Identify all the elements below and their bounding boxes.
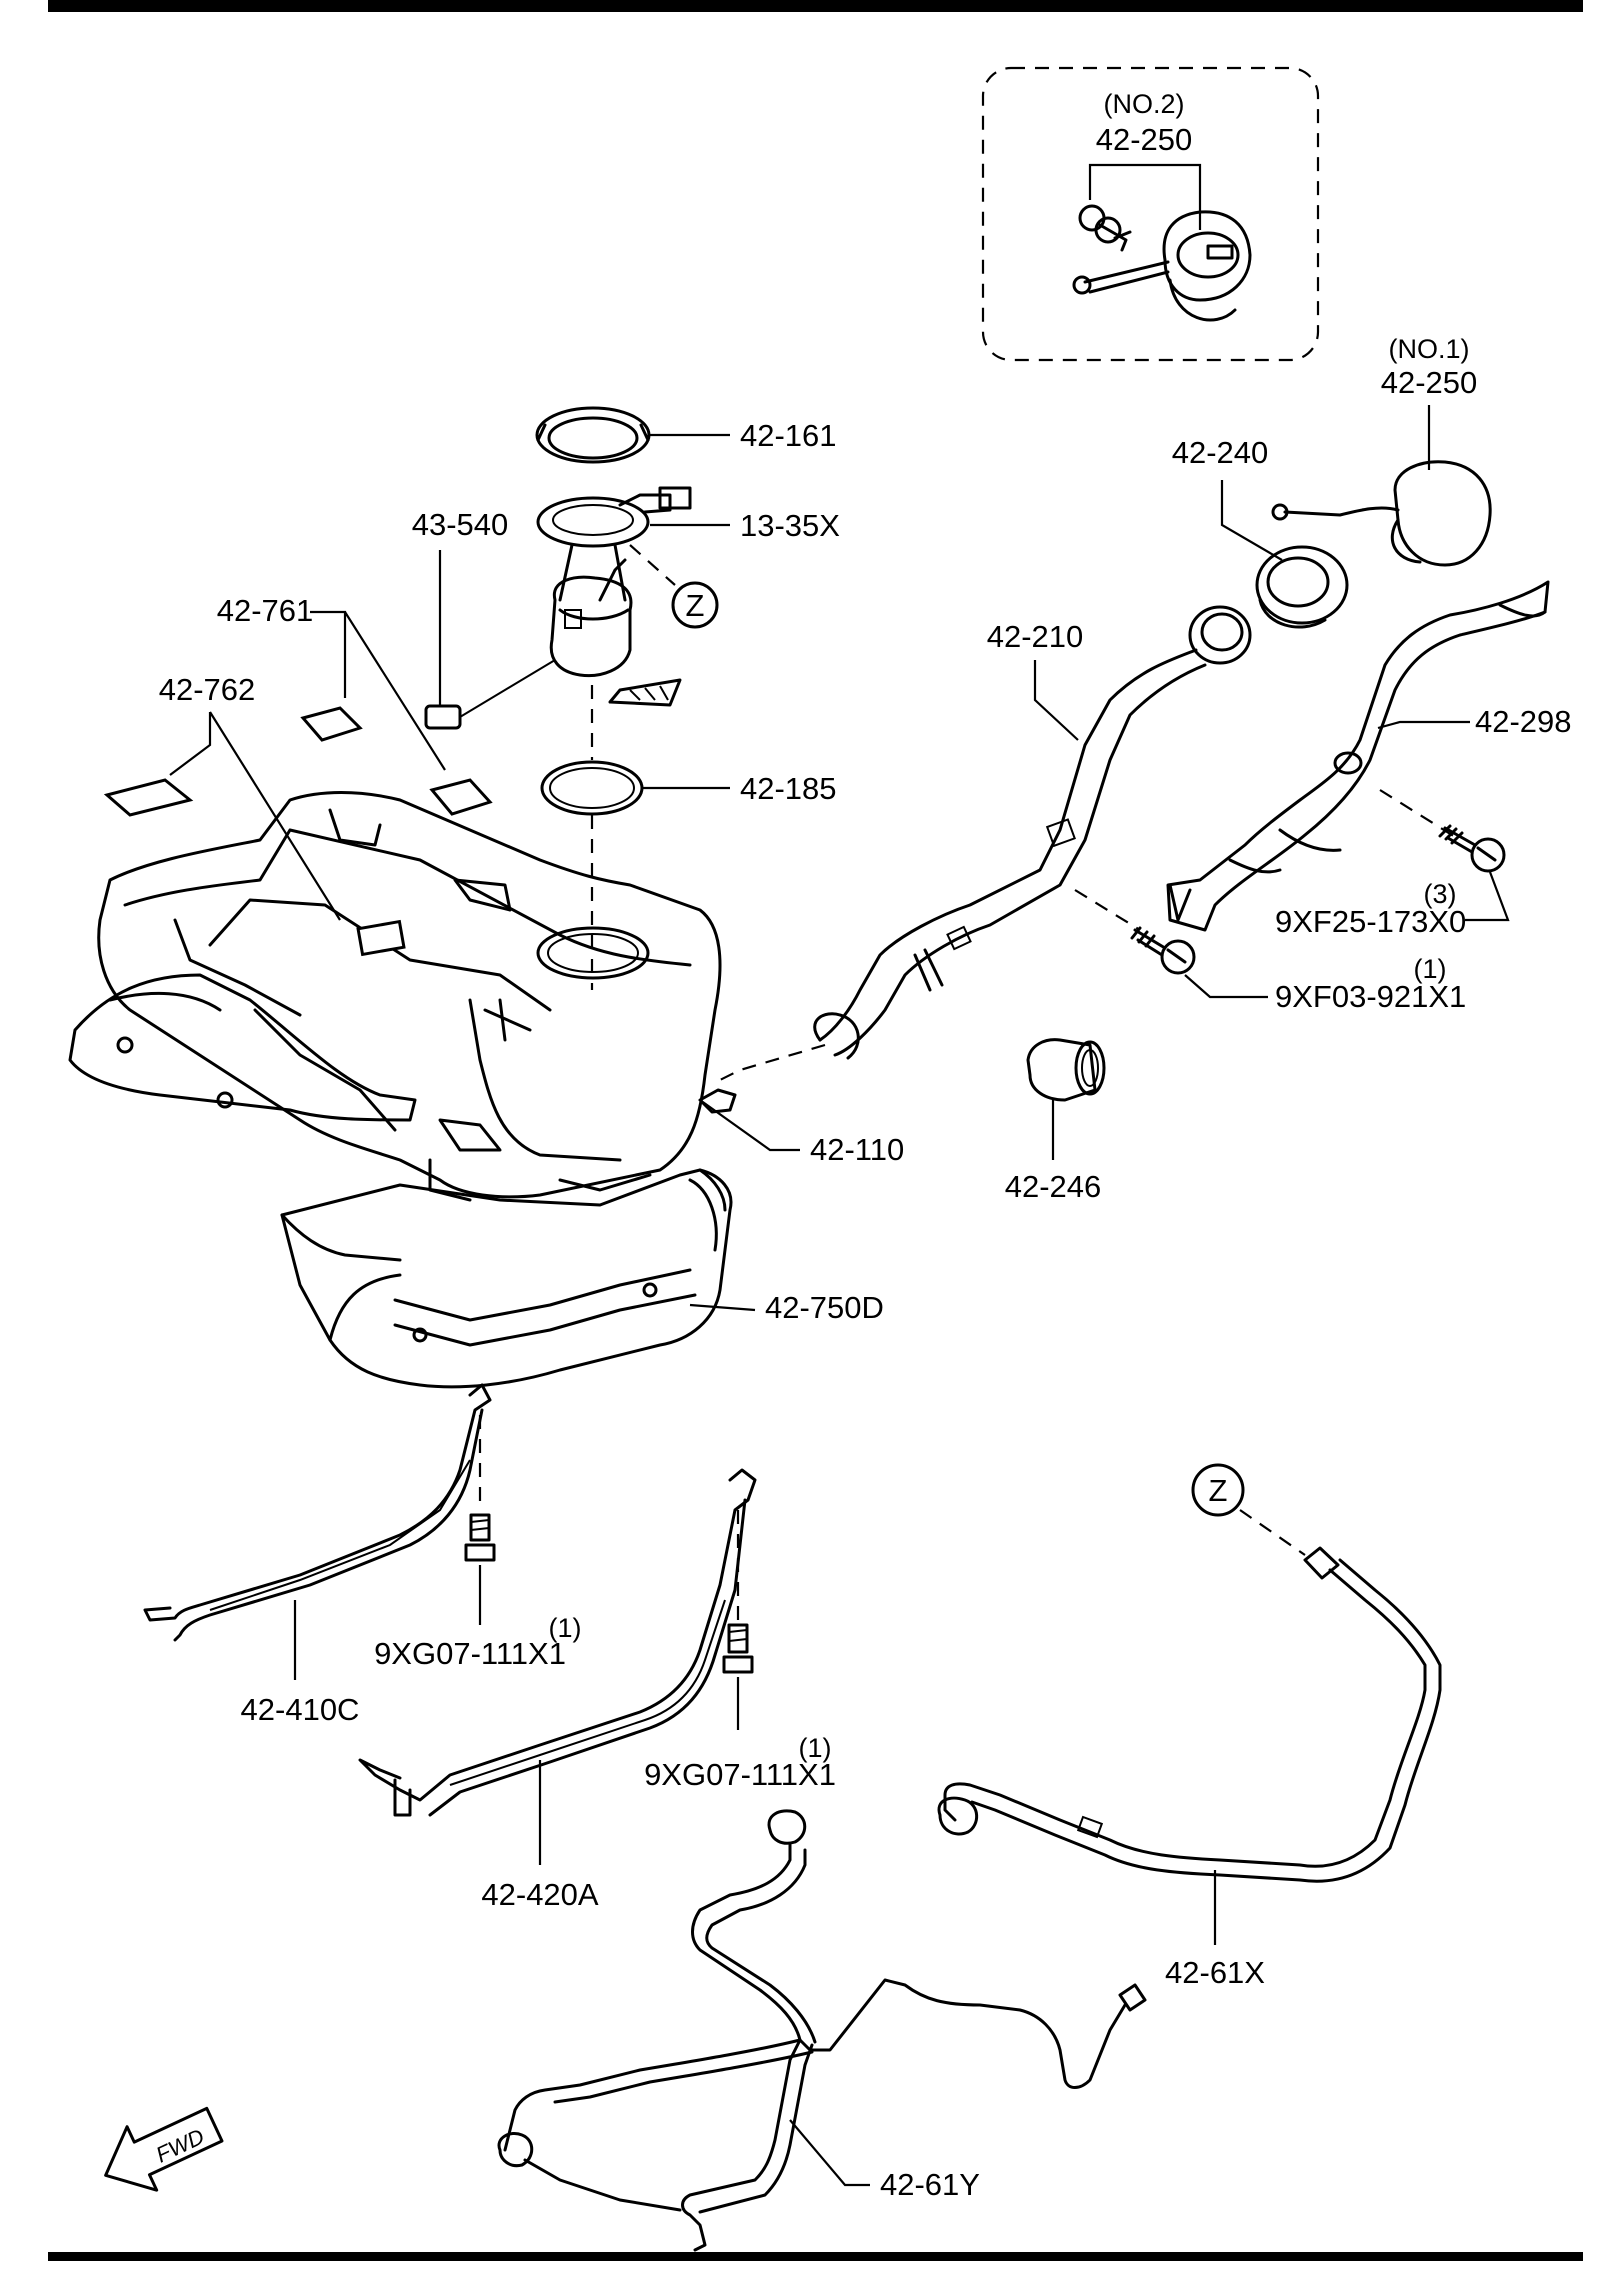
fuel-line-x-icon	[937, 1546, 1442, 1883]
fuel-line-x-label: 42-61X	[1165, 1955, 1265, 1990]
cushion-43-540-icon	[424, 659, 556, 730]
fuel-pump-unit-icon	[536, 486, 692, 707]
forward-arrow-icon: FWD	[104, 2106, 224, 2192]
grommet-icon	[1026, 1038, 1106, 1102]
gasket-42-185-label: 42-185	[740, 771, 837, 806]
filler-guard-icon	[1166, 580, 1550, 932]
strap-left-label: 42-410C	[241, 1692, 360, 1727]
fuel-cap-no2-note: (NO.2)	[1104, 89, 1185, 119]
bolt-left-icon	[464, 1513, 496, 1562]
bolt-right-quantity: (1)	[799, 1733, 832, 1763]
pads-42-762-label: 42-762	[159, 672, 256, 707]
heat-insulator-icon	[280, 1168, 733, 1389]
fuel-tank-icon	[68, 791, 737, 1202]
fuel-cap-no2-inset: (NO.2) 42-250	[981, 66, 1320, 362]
bolt-9xf25-part-number: 9XF25-173X0	[1275, 904, 1466, 939]
gasket-42-185-icon	[540, 760, 644, 816]
bolt-right-icon	[722, 1623, 754, 1674]
fuel-pump-label: 13-35X	[740, 508, 840, 543]
filler-pipe-label: 42-210	[987, 619, 1084, 654]
z-marker-top-letter: Z	[686, 588, 705, 623]
fuel-cap-no2-part-number: 42-250	[1096, 122, 1193, 157]
bolt-left-part-number: 9XG07-111X1	[374, 1636, 566, 1671]
filler-guard-label: 42-298	[1475, 704, 1572, 739]
fuel-line-y-icon	[497, 1809, 1147, 2252]
bolt-9xf25-icon	[1438, 824, 1506, 873]
strap-right-icon	[358, 1468, 757, 1817]
strap-left-icon	[143, 1383, 492, 1642]
z-marker-bottom: Z	[1191, 1463, 1245, 1517]
z-marker-top: Z	[671, 581, 719, 629]
z-marker-bottom-letter: Z	[1209, 1473, 1228, 1508]
fuel-cap-no1-part-number: 42-250	[1381, 365, 1478, 400]
strap-right-label: 42-420A	[481, 1877, 599, 1912]
bolt-9xf03-quantity: (1)	[1414, 954, 1447, 984]
fuel-tank-label: 42-110	[810, 1132, 904, 1167]
bolt-left-quantity: (1)	[549, 1613, 582, 1643]
pads-42-761-label: 42-761	[217, 593, 314, 628]
key-icon	[1078, 204, 1132, 252]
filler-pipe-icon	[813, 605, 1252, 1060]
locking-fuel-cap-icon	[1072, 210, 1252, 322]
cushion-43-540-label: 43-540	[412, 507, 509, 542]
pad-42-761-b	[429, 778, 493, 816]
seal-ring-icon	[535, 406, 651, 464]
bolt-9xf25-quantity: (3)	[1424, 879, 1457, 909]
filler-neck-ring-label: 42-240	[1172, 435, 1269, 470]
bottom-border-rule	[48, 2252, 1583, 2261]
filler-neck-ring-icon	[1255, 545, 1349, 629]
fuel-line-y-label: 42-61Y	[880, 2167, 980, 2202]
pad-42-761-a	[300, 706, 363, 742]
fuel-cap-no1-note: (NO.1)	[1389, 334, 1470, 364]
fuel-cap-no1-icon	[1271, 460, 1492, 567]
seal-ring-label: 42-161	[740, 418, 837, 453]
bolt-right-part-number: 9XG07-111X1	[644, 1757, 836, 1792]
bolt-9xf03-part-number: 9XF03-921X1	[1275, 979, 1466, 1014]
pad-42-762-a	[103, 778, 194, 817]
top-border-rule	[48, 0, 1583, 12]
heat-insulator-label: 42-750D	[765, 1290, 884, 1325]
bolt-9xf03-icon	[1130, 926, 1196, 975]
grommet-label: 42-246	[1005, 1169, 1102, 1204]
